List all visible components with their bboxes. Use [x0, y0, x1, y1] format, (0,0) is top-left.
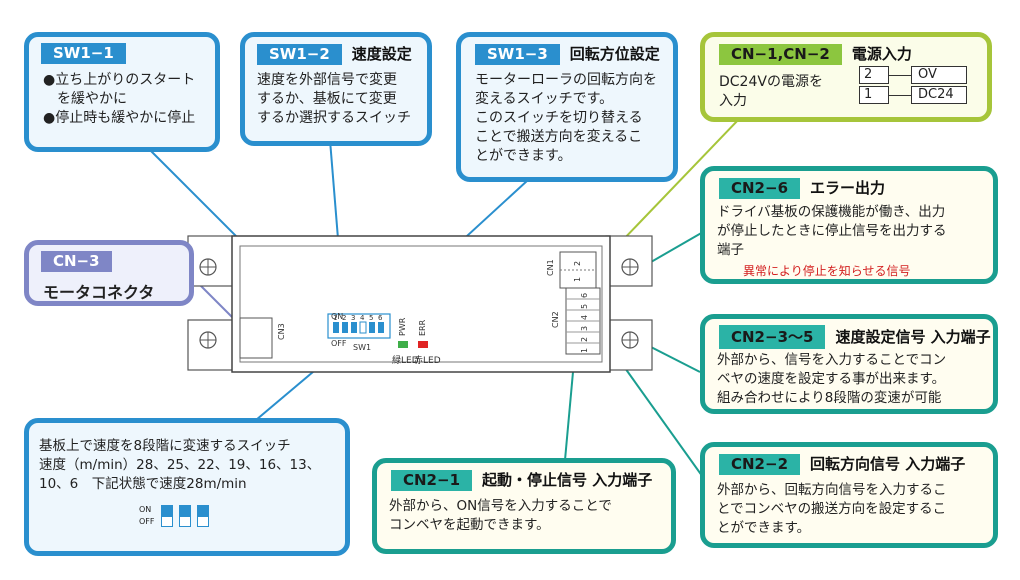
- cn2-3-5-tag: CN2−3〜5: [719, 325, 826, 349]
- cn3-tag: CN−3: [41, 251, 112, 272]
- sw1-2-line: 速度を外部信号で変更: [257, 72, 397, 88]
- pin-number: 2: [859, 66, 889, 84]
- cn2-2-line: 外部から、回転方向信号を入力するこ: [717, 482, 947, 498]
- sw-on-label: ON: [331, 312, 343, 321]
- sw-number: 3: [351, 314, 355, 322]
- cn2-pin-number: 2: [580, 337, 589, 342]
- sw-number: 5: [369, 314, 373, 322]
- cn3-connector: [239, 317, 273, 359]
- sw1-2-line: するか選択するスイッチ: [257, 110, 411, 126]
- cn2-6-title: エラー出力: [810, 179, 886, 197]
- cn1-cn2-callout: CN−1,CN−2 電源入力 DC24Vの電源を 入力 2 OV 1 DC24: [700, 32, 992, 122]
- speed-switch-line: 基板上で速度を8段階に変速するスイッチ: [39, 438, 291, 454]
- sw1-1-line: ●停止時も緩やかに停止: [43, 110, 196, 126]
- sw1-1-callout: SW1−1 ●立ち上がりのスタート を緩やかに ●停止時も緩やかに停止: [24, 32, 220, 152]
- sw1-1-tag: SW1−1: [41, 43, 126, 64]
- cn2-6-line: ドライバ基板の保護機能が働き、出力: [717, 204, 946, 220]
- dip-switch-2: [179, 505, 191, 527]
- speed-switch-line: 10、6 下記状態で速度28m/min: [39, 476, 247, 492]
- cn2-6-callout: CN2−6 エラー出力 ドライバ基板の保護機能が働き、出力 が停止したときに停止信…: [700, 166, 998, 284]
- driver-board: [187, 235, 653, 373]
- cn2-1-line: 外部から、ON信号を入力することで: [389, 498, 612, 514]
- pin-label: DC24: [911, 86, 967, 104]
- sw-number: 6: [378, 314, 383, 322]
- dip-on-label: ON: [139, 505, 152, 514]
- cn2-1-line: コンベヤを起動できます。: [389, 517, 550, 533]
- sw1-2-callout: SW1−2 速度設定 速度を外部信号で変更 するか、基板にて変更 するか選択するス…: [240, 32, 432, 146]
- cn2-1-callout: CN2−1 起動・停止信号 入力端子 外部から、ON信号を入力することで コンベヤ…: [372, 458, 676, 554]
- cn2-3-5-callout: CN2−3〜5 速度設定信号 入力端子 外部から、信号を入力することでコン ベヤの…: [700, 314, 998, 414]
- sw1-2-tag: SW1−2: [257, 44, 342, 65]
- cn1-label: CN1: [546, 259, 555, 276]
- err-label: ERR: [418, 319, 427, 336]
- cn1-pin-number: 1: [573, 277, 582, 282]
- cn2-2-callout: CN2−2 回転方向信号 入力端子 外部から、回転方向信号を入力するこ とでコンベ…: [700, 442, 998, 548]
- cn2-2-title: 回転方向信号 入力端子: [810, 455, 966, 473]
- sw1-3-line: ことで搬送方向を変えるこ: [475, 129, 643, 145]
- dip-switch-3: [197, 505, 209, 527]
- cn2-pin-number: 1: [580, 348, 589, 353]
- cn2-pin-number: 3: [580, 326, 589, 331]
- dip-switch-1: [161, 505, 173, 527]
- cn2-pin-number: 6: [580, 293, 589, 298]
- pwr-label: PWR: [398, 317, 407, 336]
- sw-off-label: OFF: [331, 339, 347, 348]
- cn2-pin-number: 4: [580, 315, 589, 320]
- cn1-pin-numbers: 21: [573, 261, 582, 282]
- cn2-2-tag: CN2−2: [719, 454, 801, 475]
- cn1-pin-number: 2: [573, 261, 582, 266]
- err-led: [418, 341, 428, 348]
- speed-switch-callout: 基板上で速度を8段階に変速するスイッチ 速度（m/min）28、25、22、19…: [24, 418, 350, 556]
- green-led-label: 緑LED: [392, 354, 419, 366]
- sw1-label: SW1: [353, 343, 371, 352]
- speed-switch-line: 速度（m/min）28、25、22、19、16、13、: [39, 457, 321, 473]
- cn1-cn2-title: 電源入力: [851, 45, 912, 63]
- sw-number: 2: [342, 314, 346, 322]
- power-pin-table: 2 OV 1 DC24: [859, 65, 967, 105]
- sw1-2-title: 速度設定: [351, 45, 412, 63]
- cn2-6-line: 端子: [717, 242, 744, 258]
- cn2-pin-number: 5: [580, 304, 589, 309]
- cn1-cn2-line: DC24Vの電源を: [719, 74, 823, 90]
- cn2-3-5-title: 速度設定信号 入力端子: [835, 328, 991, 346]
- cn3-label: CN3: [277, 323, 286, 340]
- sw1-3-line: 変えるスイッチです。: [475, 91, 614, 107]
- cn3-title: モータコネクタ: [43, 283, 155, 302]
- sw1-3-title: 回転方位設定: [569, 45, 660, 63]
- cn2-6-line: が停止したときに停止信号を出力する: [717, 223, 947, 239]
- cn2-1-tag: CN2−1: [391, 470, 473, 491]
- sw-number: 1: [333, 314, 337, 322]
- sw1-1-line: ●立ち上がりのスタート: [43, 72, 196, 88]
- sw1-3-line: とができます。: [475, 148, 572, 164]
- cn1-cn2-tag: CN−1,CN−2: [719, 44, 842, 65]
- cn2-2-line: とでコンベヤの搬送方向を設定するこ: [717, 501, 947, 517]
- sw1-2-line: するか、基板にて変更: [257, 91, 397, 107]
- cn2-6-tag: CN2−6: [719, 178, 801, 199]
- red-led-label: 赤LED: [414, 355, 441, 366]
- cn1-cn2-line: 入力: [719, 93, 747, 109]
- cn2-1-title: 起動・停止信号 入力端子: [482, 471, 653, 489]
- sw1-3-line: このスイッチを切り替える: [475, 110, 643, 126]
- cn2-pin-numbers: 6 5 4 3 2 1: [580, 293, 589, 353]
- sw-number: 4: [360, 314, 365, 322]
- sw1-3-callout: SW1−3 回転方位設定 モーターローラの回転方向を 変えるスイッチです。 このス…: [456, 32, 678, 182]
- sw1-3-line: モーターローラの回転方向を: [475, 72, 657, 88]
- cn2-3-5-line: 組み合わせにより8段階の変速が可能: [717, 390, 942, 406]
- cn2-label: CN2: [551, 311, 560, 328]
- pin-number: 1: [859, 86, 889, 104]
- pwr-led: [398, 341, 408, 348]
- sw1-1-line: を緩やかに: [57, 91, 127, 107]
- dip-off-label: OFF: [139, 517, 155, 526]
- cn3-callout: CN−3 モータコネクタ: [24, 240, 194, 306]
- sw1-3-tag: SW1−3: [475, 44, 560, 65]
- cn2-3-5-line: ベヤの速度を設定する事が出来ます。: [717, 371, 946, 387]
- pin-label: OV: [911, 66, 967, 84]
- cn2-2-line: とができます。: [717, 520, 811, 536]
- cn2-6-note: 異常により停止を知らせる信号: [743, 264, 911, 278]
- cn2-3-5-line: 外部から、信号を入力することでコン: [717, 352, 947, 368]
